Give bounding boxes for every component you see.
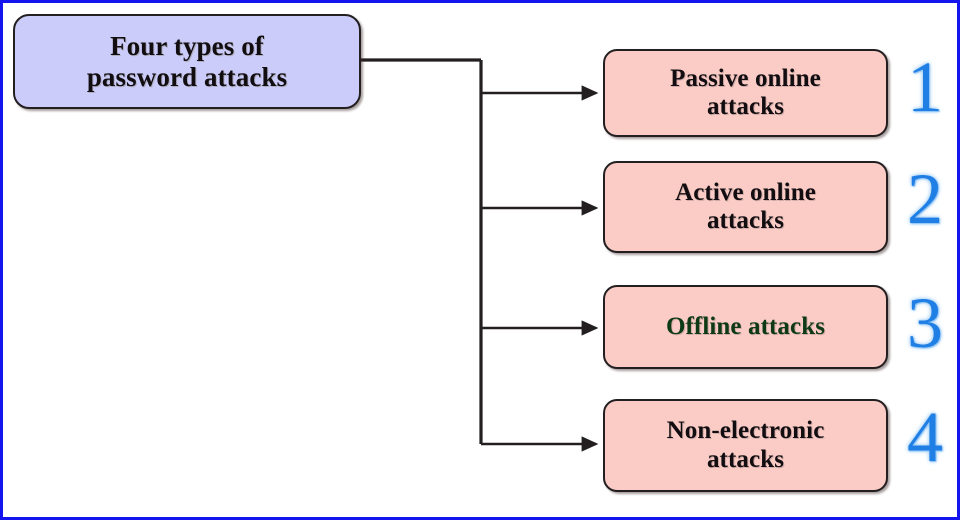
branch-node-label-3: Offline attacks bbox=[666, 313, 825, 342]
branch-index-2: 2 bbox=[907, 159, 943, 239]
branch-node-label-4-line2: attacks bbox=[706, 445, 785, 473]
branch-node-label-2: Active online attacks bbox=[675, 179, 816, 236]
root-node-label-line1: Four types of bbox=[110, 30, 264, 61]
branch-node-active-online-attacks: Active online attacks bbox=[603, 161, 888, 253]
root-node-label: Four types of password attacks bbox=[87, 31, 287, 93]
branch-node-label-4: Non-electronic attacks bbox=[667, 417, 825, 474]
branch-node-label-4-line1: Non-electronic bbox=[666, 417, 825, 444]
branch-node-non-electronic-attacks: Non-electronic attacks bbox=[603, 399, 888, 492]
branch-index-4: 4 bbox=[907, 397, 943, 477]
branch-node-label-1: Passive online attacks bbox=[670, 65, 821, 122]
root-node-label-line2: password attacks bbox=[86, 61, 288, 92]
branch-index-1: 1 bbox=[907, 47, 943, 127]
branch-node-label-2-line1: Active online bbox=[675, 178, 816, 206]
branch-node-label-1-line2: attacks bbox=[706, 93, 785, 120]
branch-node-label-2-line2: attacks bbox=[706, 207, 785, 234]
root-node-four-types-of-password-attacks: Four types of password attacks bbox=[13, 14, 361, 109]
branch-node-label-3-line1: Offline attacks bbox=[665, 312, 826, 340]
branch-index-3: 3 bbox=[907, 283, 943, 363]
branch-node-passive-online-attacks: Passive online attacks bbox=[603, 49, 888, 137]
branch-node-offline-attacks: Offline attacks bbox=[603, 285, 888, 369]
branch-node-label-1-line1: Passive online bbox=[670, 64, 821, 92]
